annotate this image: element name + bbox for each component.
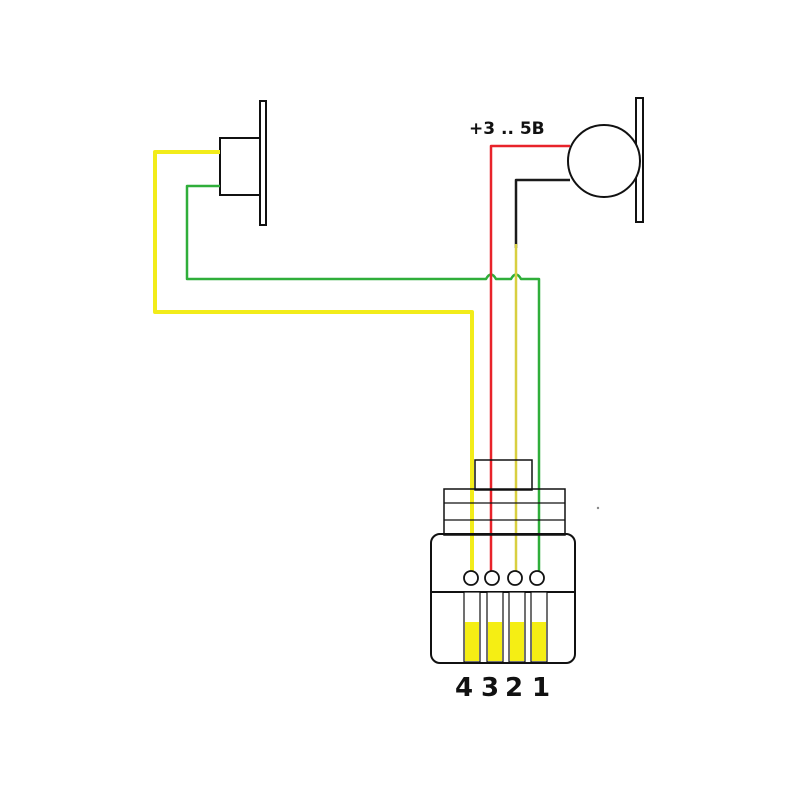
red-wire [489, 144, 570, 578]
contact-2-gold [510, 622, 524, 661]
black-wire [514, 178, 570, 248]
pin-label-2: 2 [505, 673, 523, 703]
contact-4-gold [465, 622, 479, 661]
pin-label-4: 4 [455, 673, 473, 703]
right-component-circle [567, 124, 641, 198]
green-wire [185, 184, 541, 578]
yellow-wire [153, 150, 474, 578]
terminal-2 [507, 570, 523, 586]
left-component [219, 100, 267, 226]
connector-boot [443, 488, 566, 536]
connector-latch-top [474, 459, 533, 491]
pin-label-1: 1 [532, 673, 550, 703]
stray-dot [596, 506, 600, 510]
right-component [567, 97, 644, 223]
connector-plug [430, 459, 576, 664]
contact-3-gold [488, 622, 502, 661]
contact-1-gold [532, 622, 546, 661]
pin-label-3: 3 [481, 673, 499, 703]
terminal-3 [484, 570, 500, 586]
left-component-body [219, 137, 261, 196]
terminal-1 [529, 570, 545, 586]
connector-body [430, 533, 576, 664]
terminal-4 [463, 570, 479, 586]
voltage-label: +3 .. 5B [469, 119, 545, 139]
